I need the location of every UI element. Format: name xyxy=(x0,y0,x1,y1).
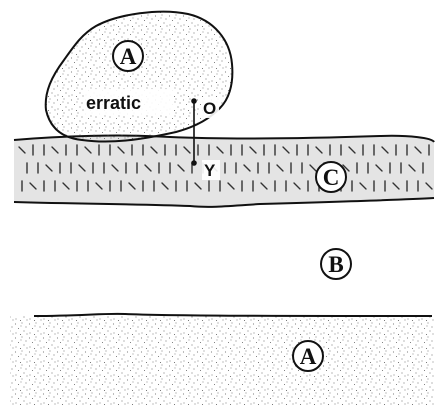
unit-a-lower-badge: A xyxy=(293,341,323,371)
unit-a-lower-top-contact xyxy=(34,314,432,316)
unit-b-badge: B xyxy=(321,249,351,279)
unit-a-boulder-letter: A xyxy=(120,44,137,69)
unit-a-lower-bed xyxy=(10,314,434,405)
point-y-marker xyxy=(191,160,197,166)
unit-a-lower-fill xyxy=(10,316,434,405)
point-y-label: Y xyxy=(204,161,216,180)
point-o-label: O xyxy=(203,99,216,118)
unit-a-boulder-badge: A xyxy=(113,41,143,71)
erratic-boulder xyxy=(46,12,233,142)
unit-c-band xyxy=(14,136,434,207)
unit-c-badge: C xyxy=(316,162,346,192)
unit-b-letter: B xyxy=(328,252,343,277)
unit-a-lower-letter: A xyxy=(300,344,317,369)
point-o-marker xyxy=(191,98,197,104)
erratic-boulder-outline xyxy=(46,12,233,142)
unit-c-letter: C xyxy=(323,165,340,190)
erratic-label: erratic xyxy=(86,93,141,113)
